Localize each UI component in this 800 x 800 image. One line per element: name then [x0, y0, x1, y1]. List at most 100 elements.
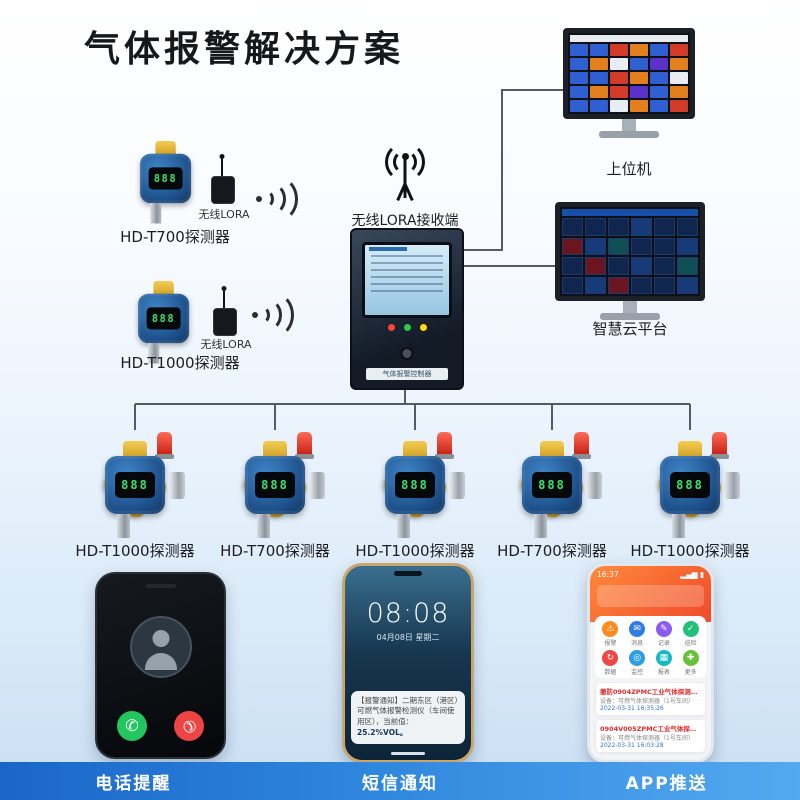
app-icon-monitor: ◎监控 [624, 650, 651, 676]
status-time: 16:37 [597, 570, 619, 579]
footer-item-app: APP推送 [625, 773, 708, 794]
junction-cap [153, 281, 174, 296]
mounting-stem [148, 343, 160, 364]
detector-body: 888 [140, 153, 192, 204]
detector-display: 888 [395, 472, 435, 498]
detector-body: 888 [660, 456, 720, 514]
answer-call-icon: ✆ [117, 711, 147, 741]
page-title: 气体报警解决方案 [84, 29, 405, 70]
antenna-mast [403, 158, 407, 198]
monitor-stand-neck [622, 119, 636, 131]
app-icon-more: ✚更多 [677, 650, 704, 676]
monitor-stand-neck [623, 301, 637, 313]
phone-sms-alert: 08:08 04月08日 星期二 【报警通知】二期东区（港区）可燃气体报警检测仪… [342, 563, 474, 763]
phone-call-alert: ✆ ✆ [95, 572, 226, 759]
junction-cap [403, 441, 427, 458]
app-icon-grid: ⚠报警 ✉消息 ✎记录 ✓巡检 ↻数据 ◎监控 ▦报表 ✚更多 [597, 621, 704, 676]
detector-bottom-5: 888 [634, 428, 746, 542]
app-status-bar: 16:37 ▂▄▆ ▮ [597, 570, 704, 579]
notice-time: 2022-03-31 16:03:28 [600, 742, 664, 749]
notice-time: 2022-03-31 16:35:26 [600, 705, 664, 712]
sensor-cylinder [169, 472, 185, 499]
junction-cap [678, 441, 702, 458]
avatar-head [152, 630, 169, 647]
monitor-stand-base [600, 313, 660, 320]
lora-antenna-icon [223, 290, 225, 308]
notice-title: 0904V005ZPMC工业气体探测器恢复通知 [600, 725, 701, 733]
detector-display: 888 [148, 167, 183, 190]
detector-body: 888 [138, 293, 190, 344]
host-monitor-tiles [570, 44, 688, 112]
detector-label: HD-T700探测器 [220, 542, 330, 560]
cloud-monitor-screen [555, 202, 705, 301]
decline-call-icon: ✆ [167, 704, 211, 748]
host-computer-monitor [563, 28, 695, 138]
detector-body: 888 [245, 456, 305, 514]
junction-cap [263, 441, 287, 458]
app-header: 16:37 ▂▄▆ ▮ [590, 566, 711, 622]
sensor-cylinder [586, 472, 602, 499]
controller-screen [362, 242, 452, 318]
detector-label: HD-T700探测器 [497, 542, 607, 560]
app-icon-report: ▦报表 [651, 650, 678, 676]
app-notice-list: 撤防0904ZPMC工业气体探测器报警通知 设备：可燃气体探测器（1号车间） 2… [595, 682, 706, 753]
caller-avatar [129, 616, 192, 678]
call-buttons: ✆ ✆ [117, 704, 211, 748]
app-card: ⚠报警 ✉消息 ✎记录 ✓巡检 ↻数据 ◎监控 ▦报表 ✚更多 [595, 616, 706, 678]
alarm-beacon [295, 432, 314, 459]
cloud-platform-label: 智慧云平台 [592, 320, 668, 338]
monitor-stand-base [599, 131, 659, 138]
sensor-cylinder [724, 472, 740, 499]
detector-hd-t1000-wireless: 888 [116, 270, 211, 367]
detector-hd-t700-wireless: 888 [118, 130, 213, 227]
avatar-torso [144, 653, 177, 670]
alarm-beacon [155, 432, 174, 459]
lora-module [210, 288, 240, 336]
detector-display: 888 [255, 472, 295, 498]
detector-body: 888 [385, 456, 445, 514]
lora-module-label: 无线LORA [200, 338, 252, 351]
wifi-signal-icon [256, 176, 302, 222]
notice-subtitle: 设备：可燃气体探测器（1号车间） [600, 735, 694, 742]
lora-module [208, 156, 238, 204]
detector-body: 888 [522, 456, 582, 514]
host-monitor-screen [563, 28, 695, 119]
app-icon-alarm: ⚠报警 [597, 621, 624, 647]
detector-label: HD-T1000探测器 [75, 542, 195, 560]
mounting-stem [150, 203, 162, 224]
footer-item-call: 电话提醒 [95, 773, 172, 794]
footer-item-sms: 短信通知 [361, 773, 438, 794]
junction-cap [540, 441, 564, 458]
detector-label: HD-T1000探测器 [355, 542, 475, 560]
app-icon-message: ✉消息 [624, 621, 651, 647]
mounting-stem [117, 514, 130, 538]
mounting-stem [534, 514, 547, 538]
cabinet-nameplate: 气体报警控制器 [366, 368, 448, 380]
footer-bar: 电话提醒 短信通知 APP推送 [0, 762, 800, 800]
detector-bottom-3: 888 [359, 428, 471, 542]
detector-label: HD-T700探测器 [120, 228, 230, 246]
app-banner [597, 585, 704, 607]
host-monitor-toolbar [570, 35, 688, 42]
cloud-monitor-tiles [562, 218, 698, 294]
notice-title: 撤防0904ZPMC工业气体探测器报警通知 [600, 688, 701, 696]
detector-display: 888 [532, 472, 572, 498]
junction-cap [155, 141, 176, 156]
detector-label: HD-T1000探测器 [630, 542, 750, 560]
lora-antenna-icon [221, 158, 223, 176]
alarm-beacon [710, 432, 729, 459]
controller-indicator-lights [352, 324, 462, 331]
alarm-beacon [572, 432, 591, 459]
mounting-stem [397, 514, 410, 538]
sms-message-card: 【报警通知】二期东区（港区）可燃气体报警检测仪（车间使用区），当前值：25.2%… [351, 690, 465, 744]
cabinet-lock-icon [400, 347, 414, 360]
lockscreen-date: 04月08日 星期二 [376, 633, 440, 642]
junction-cap [123, 441, 147, 458]
mounting-stem [257, 514, 270, 538]
lora-receiver-antenna-icon [377, 142, 433, 204]
app-icon-record: ✎记录 [651, 621, 678, 647]
detector-bottom-1: 888 [79, 428, 191, 542]
phone-notch [394, 571, 422, 576]
